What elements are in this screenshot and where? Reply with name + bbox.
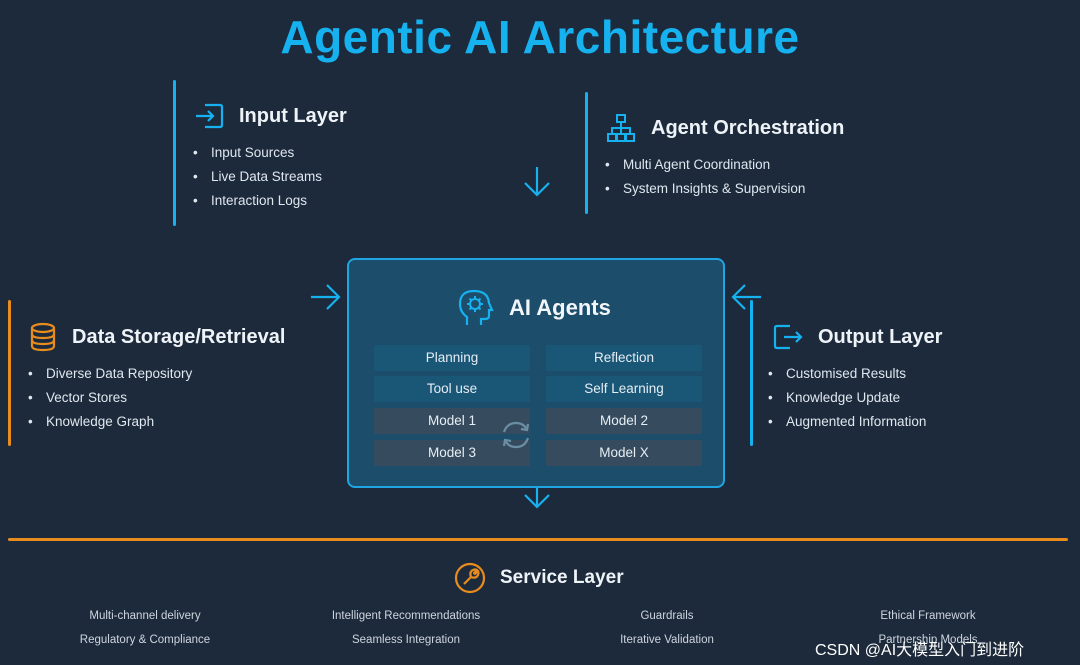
service-item: Partnership Models [878, 634, 978, 646]
service-item: Iterative Validation [620, 634, 714, 646]
data-storage-accent-bar [8, 300, 11, 446]
wrench-icon [454, 562, 486, 594]
arrow-right-icon [308, 280, 344, 314]
list-item: Knowledge Update [768, 386, 926, 410]
data-storage-list: Diverse Data Repository Vector Stores Kn… [28, 362, 192, 434]
input-layer-panel: Input Layer Input Sources Live Data Stre… [173, 80, 433, 226]
hierarchy-icon [605, 112, 637, 144]
sync-cycle-icon [499, 418, 533, 452]
service-item: Guardrails [640, 610, 694, 622]
agent-cell-tool-use: Tool use [374, 376, 530, 402]
agent-cell-planning: Planning [374, 345, 530, 371]
input-layer-list: Input Sources Live Data Streams Interact… [193, 141, 322, 213]
service-item: Regulatory & Compliance [79, 634, 211, 646]
agent-cell-model-x: Model X [546, 440, 702, 466]
agent-orchestration-panel: Agent Orchestration Multi Agent Coordina… [585, 92, 885, 214]
service-item: Intelligent Recommendations [331, 610, 481, 622]
watermark: CSDN @AI大模型入门到进阶 [815, 642, 1025, 659]
arrow-down-icon [520, 164, 554, 200]
service-item: Seamless Integration [351, 634, 461, 646]
list-item: Knowledge Graph [28, 410, 192, 434]
input-arrow-icon [193, 102, 225, 130]
list-item: Customised Results [768, 362, 926, 386]
ai-agents-title: AI Agents [509, 295, 611, 320]
list-item: System Insights & Supervision [605, 177, 805, 201]
agent-orchestration-accent-bar [585, 92, 588, 214]
head-gear-icon [457, 288, 495, 328]
service-item: Multi-channel delivery [89, 610, 201, 622]
ai-agents-box: AI Agents Planning Reflection Tool use S… [347, 258, 725, 488]
list-item: Vector Stores [28, 386, 192, 410]
list-item: Diverse Data Repository [28, 362, 192, 386]
arrow-left-icon [728, 280, 764, 314]
list-item: Live Data Streams [193, 165, 322, 189]
output-layer-panel: Output Layer Customised Results Knowledg… [750, 300, 1050, 446]
output-layer-accent-bar [750, 300, 753, 446]
data-storage-title: Data Storage/Retrieval [72, 325, 286, 348]
list-item: Input Sources [193, 141, 322, 165]
data-storage-panel: Data Storage/Retrieval Diverse Data Repo… [8, 300, 308, 446]
list-item: Interaction Logs [193, 189, 322, 213]
agent-orchestration-title: Agent Orchestration [651, 116, 845, 139]
agent-cell-reflection: Reflection [546, 345, 702, 371]
output-layer-title: Output Layer [818, 325, 943, 348]
output-layer-list: Customised Results Knowledge Update Augm… [768, 362, 926, 434]
input-layer-title: Input Layer [239, 104, 347, 127]
agent-cell-model-2: Model 2 [546, 408, 702, 434]
agent-orchestration-list: Multi Agent Coordination System Insights… [605, 153, 805, 201]
service-item: Ethical Framework [880, 610, 976, 622]
page-title: Agentic AI Architecture [280, 11, 800, 63]
list-item: Multi Agent Coordination [605, 153, 805, 177]
agent-cell-self-learning: Self Learning [546, 376, 702, 402]
input-layer-accent-bar [173, 80, 176, 226]
service-layer-accent-line [8, 538, 1068, 541]
service-layer-title: Service Layer [500, 567, 624, 588]
list-item: Augmented Information [768, 410, 926, 434]
database-icon [28, 322, 58, 352]
output-arrow-icon [772, 322, 804, 352]
